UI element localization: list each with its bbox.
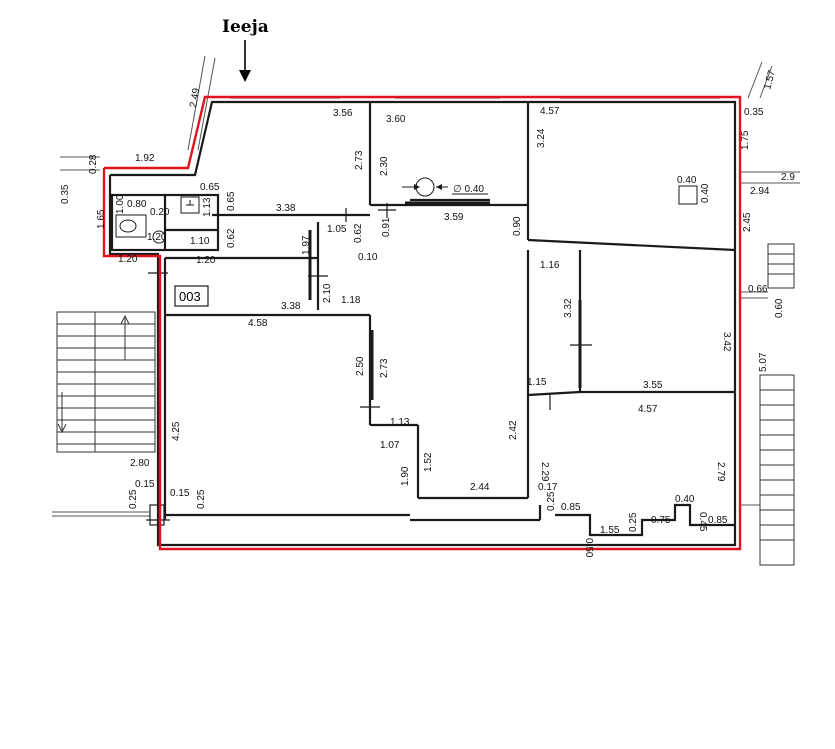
dimension-label-d32: 0.62 [353,223,364,243]
room-id: 003 [179,289,201,304]
site-context-lines [52,55,800,517]
dimension-label-d62: 1.90 [400,466,411,486]
sink-icon [180,196,200,214]
dimension-label-d10: 2.73 [354,150,365,170]
dimension-label-d51: 2.73 [379,358,390,378]
dimension-label-d66: 0.17 [538,482,558,493]
dimension-label-d76: 0.25 [628,512,639,532]
dimension-label-d16: 0.35 [60,184,71,204]
dimension-label-d53: 3.55 [643,380,663,391]
entrance-label: Ieeja [222,17,269,37]
dimension-label-d36: 1.20 [118,254,138,265]
dimension-label-d40: 1.16 [540,260,560,271]
dimension-label-d65: 2.44 [470,482,490,493]
dimension-label-d49: 5.07 [758,352,769,372]
dimension-label-d70: 0.25 [196,489,207,509]
dimension-label-d75: 1.55 [600,525,620,536]
dimension-label-d06: 0.35 [744,107,764,118]
dimension-label-d54: 4.57 [638,404,658,415]
dimension-label-d05: 1.57 [762,69,778,91]
square-column-icon [678,185,698,205]
dimension-label-d45: 3.38 [281,301,301,312]
dimension-label-d27: 1.65 [96,209,107,229]
dimension-label-d08: 0.28 [88,154,99,174]
dimension-label-d18: 0.80 [127,199,147,210]
dimension-label-d31: 1.05 [327,224,347,235]
dimension-label-d22: 0.65 [226,191,237,211]
dimension-label-d13: 0.40 [677,175,697,186]
dimension-label-d56: 1.07 [380,440,400,451]
dimension-label-d68: 0.25 [128,489,139,509]
dimension-label-d73: 0.45 [697,512,708,532]
room-id-box [174,285,209,307]
dimension-label-d38: 1.97 [301,235,312,255]
dimension-label-d74: 0.50 [583,538,594,558]
dimension-label-d72: 0.85 [561,502,581,513]
dimension-label-d67: 0.40 [675,494,695,505]
door-ticks [146,203,592,526]
toilet-icon [115,214,147,238]
dimension-label-d77: 0.75 [651,515,671,526]
dimension-label-d59: 2.29 [539,462,550,482]
dimension-label-d04: 4.57 [540,106,560,117]
dimension-label-d60: 2.79 [715,462,726,482]
dimension-label-d03: 3.60 [386,114,406,125]
dimension-label-d30: 0.62 [226,228,237,248]
dimension-label-d21: 1.13 [202,197,213,217]
dimension-label-d01: 2.49 [188,87,202,109]
dimension-label-d63: 2.80 [130,458,150,469]
dimension-label-d28: 1.20 [147,232,167,243]
dimension-label-d47: 3.42 [721,332,732,352]
dimension-label-d02: 3.56 [333,108,353,119]
dimension-label-d14: 0.40 [700,183,711,203]
left-staircase [56,311,156,453]
dimension-label-d50: 2.50 [355,356,366,376]
dimension-label-d25: 2.94 [750,186,770,197]
dimension-label-d41: 0.66 [748,284,768,295]
dimension-label-d69: 0.15 [170,488,190,499]
dimension-label-d37: 1.20 [196,255,216,266]
dimension-label-d43: 2.10 [322,283,333,303]
dimension-label-d55: 1.13 [390,417,410,428]
dimension-label-d52: 1.15 [527,377,547,388]
dimension-label-d20: 0.20 [150,207,170,218]
dimension-label-d12: 3.24 [536,128,547,148]
dimension-labels: 2.49 3.56 3.60 4.57 1.57 0.35 1.75 0.28 … [60,69,795,558]
dimension-label-d42: 0.60 [774,298,785,318]
round-column-icon [402,177,488,197]
dimension-label-d58: 2.42 [508,420,519,440]
right-staircase-upper [767,243,795,289]
dimension-label-d78: 0.85 [708,515,728,526]
dimension-label-d35: 2.45 [742,212,753,232]
dimension-label-d33: 0.91 [381,217,392,237]
dimension-label-d39: 0.10 [358,252,378,263]
entrance-arrow-icon [239,40,251,82]
dimension-label-d64: 0.15 [135,479,155,490]
dimension-label-d07: 1.75 [740,130,751,150]
drain-icon [152,230,166,244]
column-diameter-label: ∅ 0.40 [453,184,484,195]
dimension-label-d09: 1.92 [135,153,155,164]
dimension-label-d44: 1.18 [341,295,361,306]
dimension-label-d17: 0.65 [200,182,220,193]
dimension-label-d48: 4.58 [248,318,268,329]
dimension-label-d26: 2.9 [781,172,795,183]
dimension-label-d71: 0.25 [546,491,557,511]
dimension-label-d57: 4.25 [171,421,182,441]
dimension-label-d19: 1.00 [115,194,126,214]
dimension-label-d61: 1.52 [423,452,434,472]
dimension-label-d23: 3.38 [276,203,296,214]
dimension-label-d29: 1.10 [190,236,210,247]
dimension-label-d11: 2.30 [379,156,390,176]
right-staircase-lower [759,374,795,566]
dimension-label-d34: 0.90 [512,216,523,236]
dimension-label-d24: 3.59 [444,212,464,223]
walls [108,100,737,547]
dimension-label-d46: 3.32 [563,298,574,318]
property-boundary [102,95,742,551]
